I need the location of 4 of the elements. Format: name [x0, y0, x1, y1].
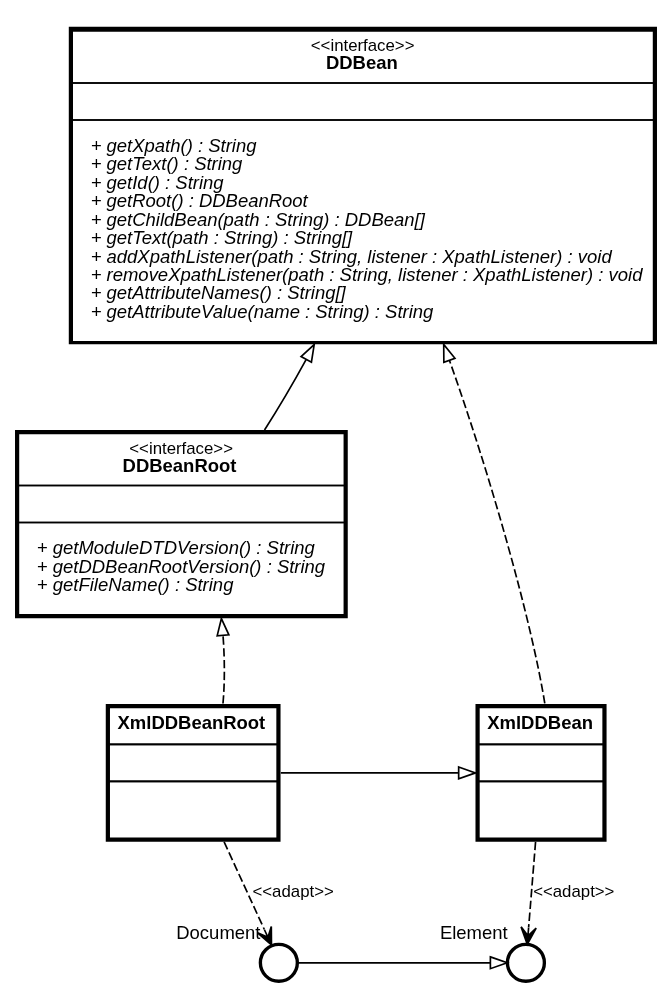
node-label: Document: [176, 921, 261, 943]
node-label: Element: [439, 921, 508, 943]
edge-label: <<adapt>>: [252, 881, 334, 901]
edge-label: <<adapt>>: [533, 881, 615, 901]
